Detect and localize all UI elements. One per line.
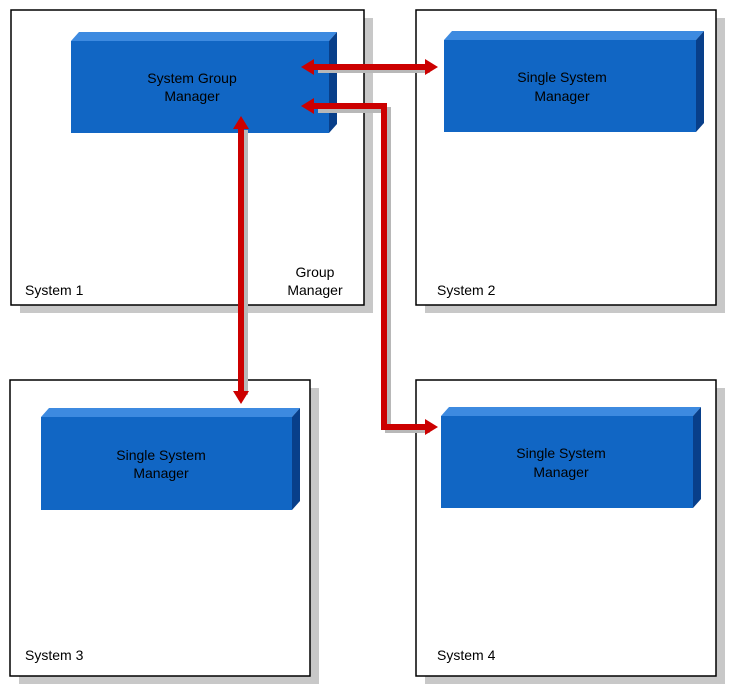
box-side (693, 407, 701, 508)
box-label-line2: Manager (164, 88, 220, 104)
box-front (41, 417, 292, 510)
box-top (441, 407, 701, 416)
arrow-gm-to-system-2 (301, 59, 438, 75)
system-3-manager-box: Single System Manager (41, 408, 300, 510)
arrowhead-left (301, 59, 314, 75)
box-top (71, 32, 337, 41)
arrow-gm-to-system-4 (301, 98, 438, 435)
arrow-line (314, 103, 426, 430)
box-front (441, 416, 693, 508)
system-2-label: System 2 (437, 282, 496, 298)
arrowhead-top (233, 116, 249, 129)
box-top (444, 31, 704, 40)
group-manager-label-line1: Group (296, 264, 335, 280)
box-side (329, 32, 337, 133)
box-label-line2: Manager (534, 88, 590, 104)
system-3-label: System 3 (25, 647, 84, 663)
box-top (41, 408, 300, 417)
arrowhead-right (425, 419, 438, 435)
group-manager-label-line2: Manager (287, 282, 343, 298)
box-label-line2: Manager (533, 464, 589, 480)
system-group-manager-box: System Group Manager (71, 32, 337, 133)
box-front (71, 41, 329, 133)
system-2-manager-box: Single System Manager (444, 31, 704, 132)
arrowhead-right (425, 59, 438, 75)
box-label-line2: Manager (133, 465, 189, 481)
box-label-line1: Single System (116, 447, 205, 463)
arrow-gm-to-system-3 (233, 116, 249, 404)
system-4-label: System 4 (437, 647, 496, 663)
box-front (444, 40, 696, 132)
system-1-label: System 1 (25, 282, 84, 298)
arrowhead-bottom (233, 391, 249, 404)
system-4-manager-box: Single System Manager (441, 407, 701, 508)
box-label-line1: System Group (147, 70, 237, 86)
box-label-line1: Single System (517, 69, 606, 85)
box-side (696, 31, 704, 132)
arrowhead-left (301, 98, 314, 114)
box-side (292, 408, 300, 510)
box-label-line1: Single System (516, 445, 605, 461)
